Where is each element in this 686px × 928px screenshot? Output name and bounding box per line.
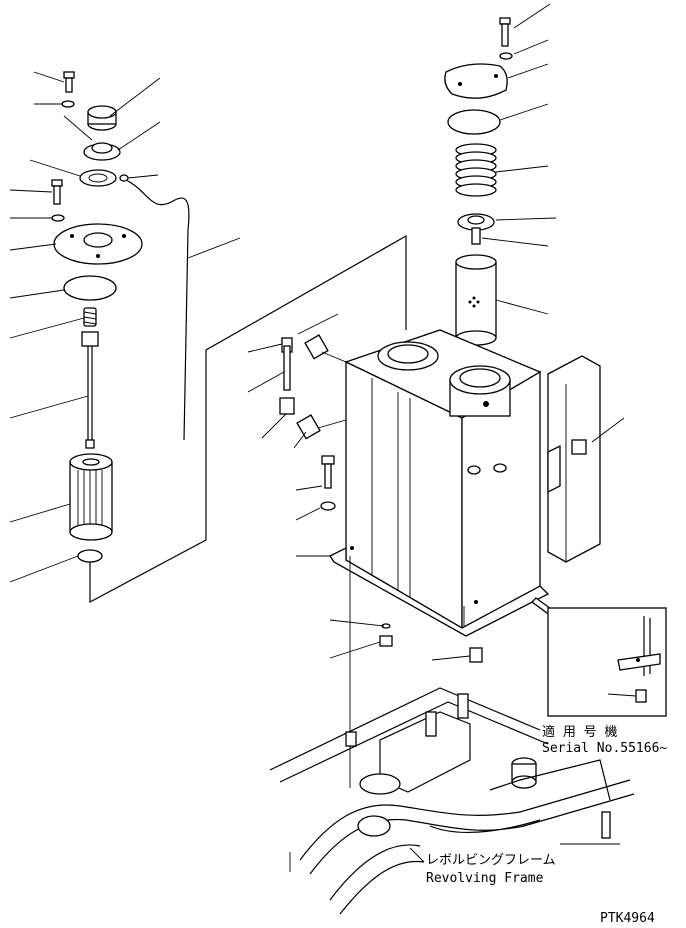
bolt-top-left: [63, 71, 75, 93]
tank-top-port-2: [449, 365, 511, 417]
washer-mid: [51, 214, 65, 222]
side-cover-panel: [547, 355, 625, 563]
frame-label-jp: レボルビングフレーム: [426, 853, 556, 868]
left-leader-lines: [9, 71, 241, 583]
bypass-valve: [457, 213, 495, 245]
gasket-large: [63, 275, 117, 301]
spring-large: [455, 143, 497, 197]
spring-small: [83, 307, 97, 327]
right-leader-lines: [481, 3, 557, 315]
tank-base-plate: [329, 546, 550, 637]
washer-top-right: [499, 52, 513, 60]
detail-inset: [547, 607, 667, 717]
gasket-upper: [79, 169, 117, 187]
hose-fittings: [247, 313, 347, 449]
strainer-rod: [81, 331, 99, 449]
bottom-seal: [77, 549, 103, 563]
strainer-element: [69, 453, 113, 541]
level-gauge-tube: [121, 177, 190, 441]
serial-note-en: Serial No.55166~: [542, 741, 667, 756]
serial-note-jp: 適 用 号 機: [542, 724, 617, 740]
cover-plate: [53, 223, 143, 265]
return-filter-assembly: [444, 3, 557, 346]
drawing-code: PTK4964: [600, 911, 655, 926]
gasket-cover: [447, 109, 501, 135]
bolt-top-right: [499, 17, 511, 47]
bolt-mid-left: [51, 179, 63, 205]
hydraulic-tank: [329, 329, 550, 637]
return-filter-element: [455, 254, 497, 346]
tank-top-port-1: [377, 341, 439, 371]
breather-cap: [87, 105, 117, 131]
washer-small: [61, 100, 75, 108]
group-bracket-line: [89, 234, 407, 604]
revolving-frame: [269, 687, 635, 915]
frame-boss: [511, 757, 537, 789]
frame-label-en: Revolving Frame: [426, 871, 544, 886]
flange-upper: [83, 142, 121, 161]
left-filter-assembly: [9, 71, 407, 604]
filter-cover: [444, 63, 508, 99]
mount-bolts: [295, 455, 483, 788]
